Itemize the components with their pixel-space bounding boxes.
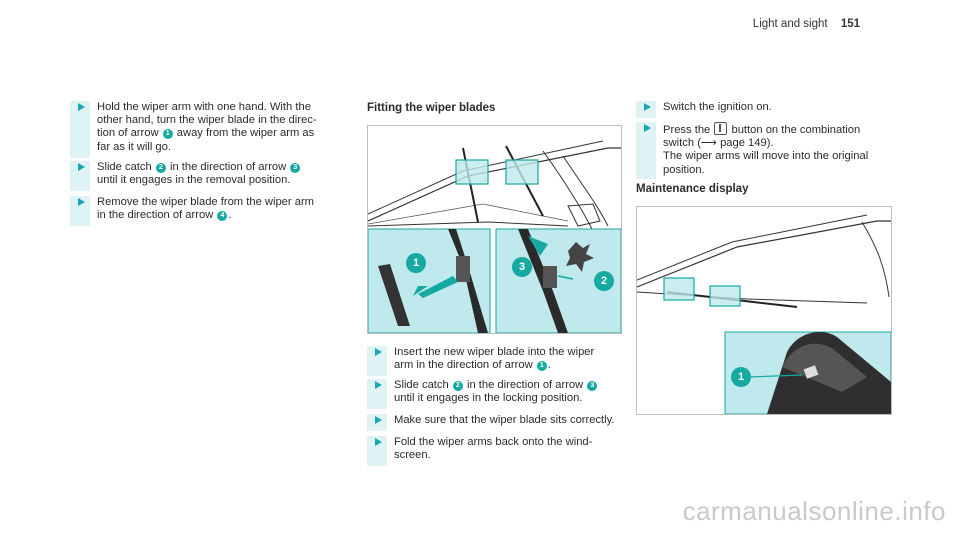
step-text-line: switch (⟶ page 149). bbox=[663, 137, 774, 150]
step-arrow-icon bbox=[375, 438, 382, 446]
callout-3: 3 bbox=[512, 257, 532, 277]
inline-callout: 1 bbox=[162, 129, 173, 140]
step-text-line: Slide catch 2 in the direction of arrow … bbox=[394, 379, 598, 392]
step-arrow-icon bbox=[644, 124, 651, 132]
wiper-fitting-figure: 1 3 2 bbox=[367, 125, 622, 334]
instruction-step: Slide catch 2 in the direction of arrow … bbox=[367, 379, 617, 410]
step-text-line: Press the button on the combination bbox=[663, 122, 861, 136]
step-arrow-icon bbox=[375, 381, 382, 389]
step-text-line: until it engages in the locking position… bbox=[394, 392, 583, 405]
inline-callout: 2 bbox=[155, 163, 166, 173]
step-bar bbox=[70, 196, 90, 227]
instruction-step: Insert the new wiper blade into the wipe… bbox=[367, 346, 617, 377]
step-text-line: Make sure that the wiper blade sits corr… bbox=[394, 414, 615, 426]
callout-1: 1 bbox=[731, 367, 751, 387]
step-bar bbox=[367, 346, 387, 377]
inline-callout: 4 bbox=[217, 211, 228, 222]
step-text-line: position. bbox=[663, 163, 705, 176]
inline-callout: 2 bbox=[452, 381, 463, 391]
step-text: Make sure that the wiper blade sits corr… bbox=[394, 414, 615, 427]
step-bar bbox=[636, 122, 656, 179]
callout-2: 2 bbox=[594, 271, 614, 291]
step-text-line: The wiper arms will move into the origin… bbox=[663, 150, 869, 163]
step-arrow-icon bbox=[375, 416, 382, 424]
step-bar bbox=[367, 379, 387, 410]
step-bar bbox=[70, 101, 90, 158]
wiper-button-icon bbox=[714, 122, 728, 135]
step-arrow-icon bbox=[375, 348, 382, 356]
step-text-line: screen. bbox=[394, 449, 431, 462]
instruction-step: Hold the wiper arm with one hand. With t… bbox=[70, 101, 320, 158]
step-text-line: Slide catch 2 in the direction of arrow … bbox=[97, 161, 301, 174]
step-text: Slide catch 2 in the direction of arrow … bbox=[394, 379, 598, 405]
maintenance-display-illustration bbox=[637, 214, 891, 414]
step-text-line: in the direction of arrow 4. bbox=[97, 209, 232, 222]
step-text: Insert the new wiper blade into the wipe… bbox=[394, 346, 594, 372]
instruction-step: Fold the wiper arms back onto the wind-s… bbox=[367, 436, 617, 467]
watermark: carmanualsonline.info bbox=[682, 496, 946, 526]
column-2-title: Fitting the wiper blades bbox=[367, 102, 496, 114]
step-bar bbox=[70, 161, 90, 192]
step-text: Slide catch 2 in the direction of arrow … bbox=[97, 161, 301, 187]
step-arrow-icon bbox=[644, 103, 651, 111]
page-header: Light and sight 151 bbox=[753, 18, 860, 30]
step-text-line: other hand, turn the wiper blade in the … bbox=[97, 114, 317, 127]
instruction-step: Remove the wiper blade from the wiper ar… bbox=[70, 196, 320, 227]
step-text: Hold the wiper arm with one hand. With t… bbox=[97, 101, 317, 154]
instruction-step: Switch the ignition on. bbox=[636, 101, 886, 119]
step-text-line: Fold the wiper arms back onto the wind- bbox=[394, 436, 593, 448]
step-arrow-icon bbox=[78, 103, 85, 111]
step-text-line: until it engages in the removal position… bbox=[97, 174, 291, 187]
step-text-line: Insert the new wiper blade into the wipe… bbox=[394, 346, 595, 358]
wiper-fitting-illustration bbox=[368, 140, 621, 333]
section-title: Light and sight bbox=[752, 18, 828, 30]
step-text: Remove the wiper blade from the wiper ar… bbox=[97, 196, 314, 222]
inline-callout: 3 bbox=[587, 381, 598, 391]
callout-1: 1 bbox=[406, 253, 426, 273]
step-arrow-icon bbox=[78, 198, 85, 206]
inline-callout: 3 bbox=[290, 163, 301, 173]
step-text-line: Hold the wiper arm with one hand. With t… bbox=[97, 101, 311, 113]
step-text: Fold the wiper arms back onto the wind-s… bbox=[394, 436, 592, 462]
step-text-line: arm in the direction of arrow 1. bbox=[394, 359, 551, 372]
step-text: Switch the ignition on. bbox=[663, 101, 772, 114]
instruction-step: Slide catch 2 in the direction of arrow … bbox=[70, 161, 320, 192]
step-text-line: Switch the ignition on. bbox=[663, 101, 772, 113]
step-text-line: far as it will go. bbox=[97, 140, 171, 153]
instruction-step: Make sure that the wiper blade sits corr… bbox=[367, 414, 617, 432]
maintenance-display-figure: 1 bbox=[636, 206, 892, 415]
column-3-title: Maintenance display bbox=[636, 183, 749, 195]
step-bar bbox=[367, 436, 387, 467]
step-arrow-icon bbox=[78, 163, 85, 171]
step-text-line: tion of arrow 1 away from the wiper arm … bbox=[97, 127, 315, 140]
inline-callout: 1 bbox=[536, 361, 547, 372]
page-number: 151 bbox=[840, 18, 860, 30]
step-text-line: Remove the wiper blade from the wiper ar… bbox=[97, 196, 315, 208]
